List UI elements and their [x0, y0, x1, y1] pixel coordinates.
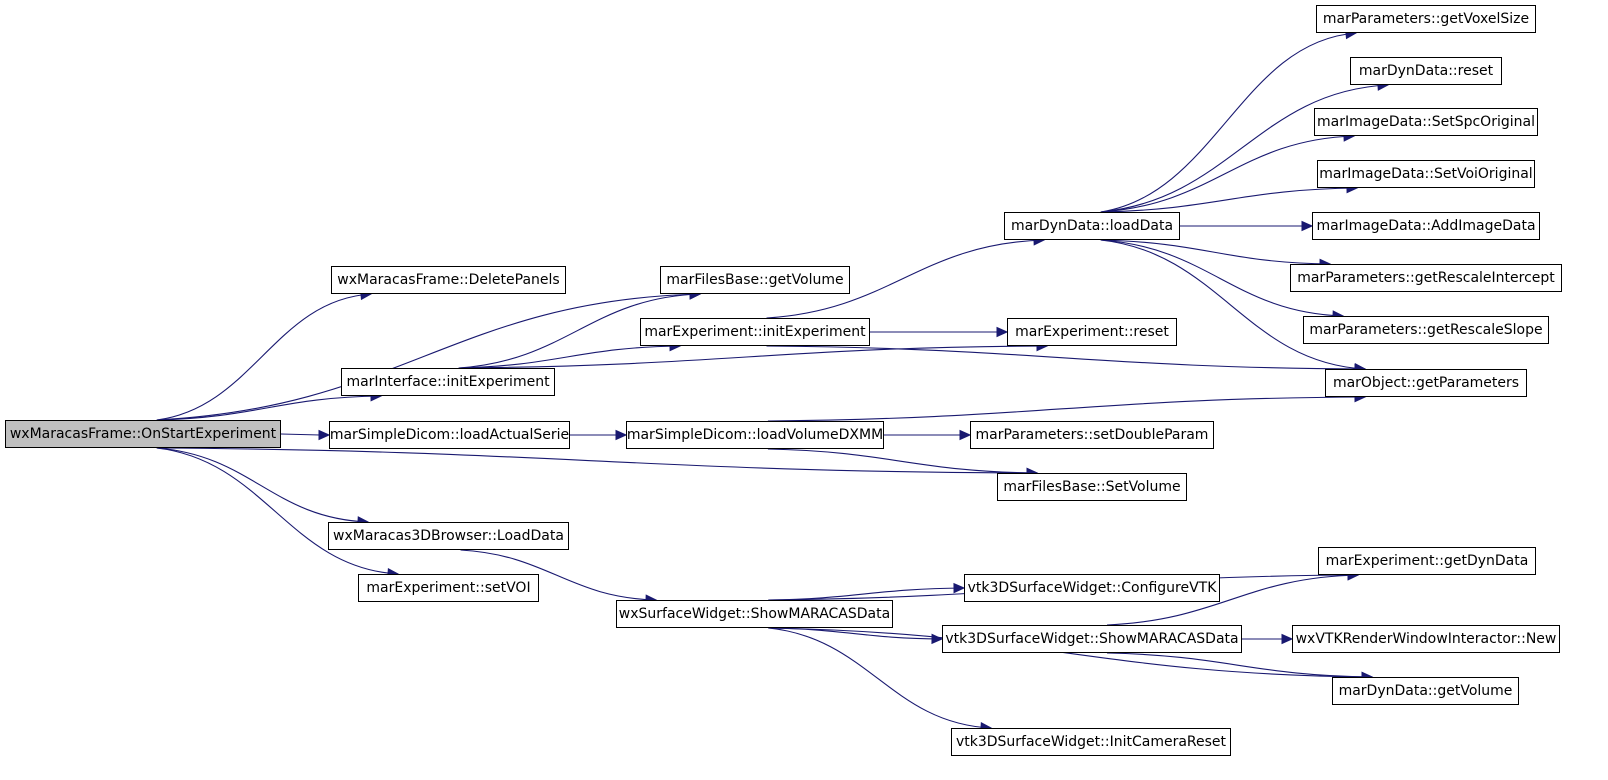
node-mar-image-data-add-image-data[interactable]: marImageData::AddImageData: [1312, 212, 1540, 240]
node-wx-vtkrender-window-interactor-new[interactable]: wxVTKRenderWindowInteractor::New: [1292, 625, 1560, 653]
arrowhead-root-to-msd-load-actual: [318, 429, 331, 441]
edge-vtk-show-to-mdd-get-volume: [1106, 652, 1373, 678]
edge-ws-show-to-vtk-configure: [768, 587, 965, 601]
edge-me-init-to-mdd-load-data: [766, 239, 1045, 319]
node-wx-maracas3-dbrowser-load-data[interactable]: wxMaracas3DBrowser::LoadData: [328, 522, 569, 550]
edge-ws-show-to-vtk-init-cam: [768, 627, 992, 729]
node-label: marParameters::getRescaleIntercept: [1297, 270, 1555, 286]
edge-mi-init-to-mfb-get-volume: [458, 293, 701, 369]
node-mar-object-get-parameters[interactable]: marObject::getParameters: [1325, 369, 1527, 397]
node-label: vtk3DSurfaceWidget::InitCameraReset: [955, 734, 1227, 750]
node-wx-maracas-frame-delete-panels[interactable]: wxMaracasFrame::DeletePanels: [331, 266, 566, 294]
edge-root-to-delete-panels: [156, 293, 372, 421]
node-label: wxVTKRenderWindowInteractor::New: [1295, 631, 1557, 647]
node-vtk3-dsurface-widget-configure-vtk[interactable]: vtk3DSurfaceWidget::ConfigureVTK: [964, 574, 1220, 602]
node-mar-experiment-reset[interactable]: marExperiment::reset: [1007, 318, 1177, 346]
node-label: marFilesBase::SetVolume: [1003, 479, 1181, 495]
node-label: marParameters::getRescaleSlope: [1309, 322, 1543, 338]
node-mar-parameters-set-double-param[interactable]: marParameters::setDoubleParam: [970, 421, 1214, 449]
node-mar-parameters-get-rescale-slope[interactable]: marParameters::getRescaleSlope: [1303, 316, 1549, 344]
arrowhead-msd-load-actual-to-msd-load-volume: [615, 429, 628, 441]
node-mar-files-base-set-volume[interactable]: marFilesBase::SetVolume: [997, 473, 1187, 501]
edge-root-to-me-set-voi: [156, 447, 399, 575]
node-label: marFilesBase::getVolume: [666, 272, 844, 288]
arrowhead-vtk-show-to-wxvtk-new: [1281, 633, 1294, 645]
node-label: wxMaracasFrame::OnStartExperiment: [9, 426, 277, 442]
node-mar-dyn-data-reset[interactable]: marDynData::reset: [1350, 57, 1502, 85]
node-label: marDynData::reset: [1358, 63, 1494, 79]
node-vtk3-dsurface-widget-show-maracasdata[interactable]: vtk3DSurfaceWidget::ShowMARACASData: [942, 625, 1242, 653]
edge-root-to-msd-load-actual: [280, 433, 321, 436]
node-mar-dyn-data-load-data[interactable]: marDynData::loadData: [1004, 212, 1180, 240]
node-label: wxSurfaceWidget::ShowMARACASData: [618, 606, 891, 622]
node-label: wxMaracasFrame::DeletePanels: [337, 272, 560, 288]
node-label: marExperiment::initExperiment: [644, 324, 866, 340]
node-label: marParameters::getVoxelSize: [1322, 11, 1530, 27]
edge-mdd-load-data-to-mid-set-spc: [1100, 135, 1355, 213]
node-mar-image-data-set-voi-original[interactable]: marImageData::SetVoiOriginal: [1317, 160, 1535, 188]
edge-ws-show-to-mdd-get-volume: [768, 627, 1373, 678]
node-mar-parameters-get-voxel-size[interactable]: marParameters::getVoxelSize: [1316, 5, 1536, 33]
edge-msd-load-volume-to-mo-get-params: [767, 396, 1366, 422]
node-wx-surface-widget-show-maracasdata[interactable]: wxSurfaceWidget::ShowMARACASData: [616, 600, 893, 628]
edge-mdd-load-data-to-mdd-reset: [1100, 84, 1389, 213]
arrowhead-msd-load-volume-to-mp-set-double: [959, 429, 972, 441]
node-mar-parameters-get-rescale-intercept[interactable]: marParameters::getRescaleIntercept: [1290, 264, 1562, 292]
node-label: marExperiment::getDynData: [1325, 553, 1529, 569]
node-mar-simple-dicom-load-volume-dxmm[interactable]: marSimpleDicom::loadVolumeDXMM: [626, 421, 884, 449]
node-mar-image-data-set-spc-original[interactable]: marImageData::SetSpcOriginal: [1314, 108, 1538, 136]
node-mar-experiment-set-voi[interactable]: marExperiment::setVOI: [358, 574, 539, 602]
node-label: vtk3DSurfaceWidget::ShowMARACASData: [945, 631, 1239, 647]
edge-ws-show-to-vtk-show: [768, 627, 943, 640]
node-label: marImageData::SetSpcOriginal: [1317, 114, 1535, 130]
node-label: marParameters::setDoubleParam: [975, 427, 1209, 443]
arrowhead-ws-show-to-vtk-configure: [953, 582, 966, 594]
edge-mdd-load-data-to-mo-get-params: [1100, 239, 1366, 370]
node-label: marSimpleDicom::loadActualSerie: [329, 427, 570, 443]
node-label: marObject::getParameters: [1332, 375, 1520, 391]
edge-mdd-load-data-to-mp-get-rescale-intercept: [1100, 239, 1331, 265]
edge-mdd-load-data-to-mp-get-voxel-size: [1100, 32, 1357, 213]
edge-vtk-show-to-me-get-dyn: [1106, 574, 1359, 626]
node-mar-interface-init-experiment[interactable]: marInterface::initExperiment: [341, 368, 555, 396]
edge-mdd-load-data-to-mp-get-rescale-slope: [1100, 239, 1344, 317]
edge-root-to-mfb-set-volume: [156, 447, 1038, 474]
node-label: marExperiment::reset: [1015, 324, 1169, 340]
arrowhead-me-init-to-me-reset: [996, 326, 1009, 338]
node-label: vtk3DSurfaceWidget::ConfigureVTK: [967, 580, 1217, 596]
edge-me-init-to-mo-get-params: [766, 345, 1366, 370]
node-vtk3-dsurface-widget-init-camera-reset[interactable]: vtk3DSurfaceWidget::InitCameraReset: [951, 728, 1231, 756]
node-mar-experiment-get-dyn-data[interactable]: marExperiment::getDynData: [1318, 547, 1536, 575]
edge-mi-init-to-me-reset: [458, 345, 1048, 369]
node-mar-files-base-get-volume[interactable]: marFilesBase::getVolume: [660, 266, 850, 294]
node-label: marDynData::loadData: [1010, 218, 1174, 234]
edge-root-to-mfb-get-volume: [156, 293, 701, 421]
node-label: marSimpleDicom::loadVolumeDXMM: [626, 427, 884, 443]
edge-mdd-load-data-to-mid-set-voi: [1100, 187, 1358, 213]
node-label: marExperiment::setVOI: [366, 580, 531, 596]
edge-mi-init-to-me-init: [458, 345, 681, 369]
edge-root-to-mi-init: [156, 395, 382, 421]
node-wx-maracas-frame-on-start-experiment[interactable]: wxMaracasFrame::OnStartExperiment: [5, 420, 281, 448]
arrowhead-ws-show-to-vtk-show: [931, 633, 944, 645]
node-label: marDynData::getVolume: [1338, 683, 1513, 699]
node-label: wxMaracas3DBrowser::LoadData: [333, 528, 564, 544]
edge-wx3d-load-to-ws-show: [460, 549, 657, 601]
edge-msd-load-volume-to-mfb-set-volume: [767, 448, 1038, 474]
node-label: marImageData::SetVoiOriginal: [1319, 166, 1533, 182]
edge-root-to-wx3d-load: [156, 447, 369, 523]
node-mar-experiment-init-experiment[interactable]: marExperiment::initExperiment: [640, 318, 870, 346]
node-mar-dyn-data-get-volume[interactable]: marDynData::getVolume: [1332, 677, 1519, 705]
arrowhead-mdd-load-data-to-mid-add: [1301, 220, 1314, 232]
node-label: marInterface::initExperiment: [346, 374, 550, 390]
node-mar-simple-dicom-load-actual-serie[interactable]: marSimpleDicom::loadActualSerie: [329, 421, 570, 449]
edge-layer: [156, 28, 1390, 733]
node-label: marImageData::AddImageData: [1316, 218, 1536, 234]
